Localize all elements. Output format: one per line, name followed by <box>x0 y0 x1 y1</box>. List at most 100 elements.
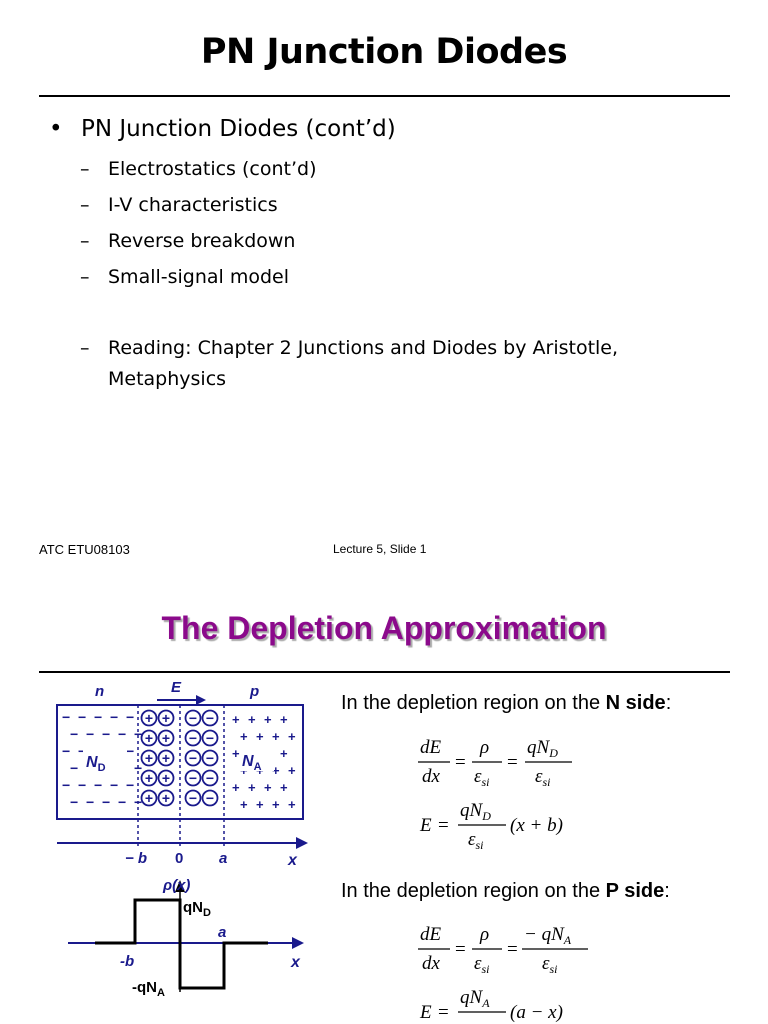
eq-x-plus-b: (x + b) <box>510 815 563 836</box>
donor-ion-plus: + <box>145 730 153 746</box>
free-electron-minus: − <box>110 709 118 725</box>
free-hole-plus: + <box>272 797 280 812</box>
eq-e: E <box>419 815 432 836</box>
donor-ion-plus-circle <box>157 789 175 807</box>
eq-equals: = <box>455 939 466 960</box>
label-nd: ND <box>86 754 106 774</box>
donor-ion-plus: + <box>162 710 170 726</box>
acceptor-ion-minus: − <box>206 790 214 806</box>
axis-label-a: a <box>219 850 227 867</box>
free-hole-plus: + <box>280 780 288 795</box>
eq-equals: = <box>507 939 518 960</box>
dash: – <box>80 230 90 252</box>
free-hole-plus: + <box>264 712 272 727</box>
eq-eps-si: εsi <box>468 829 484 852</box>
sub-item-text: I-V characteristics <box>108 194 278 216</box>
rho-label-minus-b: -b <box>120 953 134 970</box>
slide-2-title: The Depletion Approximation <box>161 610 607 646</box>
eq-qnd: qND <box>460 800 491 823</box>
free-electron-minus: − <box>126 743 134 759</box>
eq-rho: ρ <box>479 924 489 945</box>
p-side-heading: In the depletion region on the P side: <box>341 880 670 903</box>
free-electron-minus: − <box>78 777 86 793</box>
free-electron-minus: − <box>134 794 142 810</box>
donor-ion-plus: + <box>145 770 153 786</box>
free-electron-minus: − <box>70 760 78 776</box>
acceptor-ion-minus: − <box>189 710 197 726</box>
rho-axis-arrowhead-icon <box>175 880 185 892</box>
donor-ion-plus: + <box>145 790 153 806</box>
eq-rho: ρ <box>479 737 489 758</box>
slide-1: PN Junction Diodes •PN Junction Diodes (… <box>39 32 730 557</box>
sub-item: –Electrostatics (cont’d) <box>80 153 316 186</box>
free-electron-minus: − <box>94 709 102 725</box>
free-electron-minus: − <box>102 794 110 810</box>
eq-qna: qNA <box>460 987 490 1010</box>
sub-item: –Reverse breakdown <box>80 225 295 258</box>
acceptor-ion-minus-circle <box>201 769 219 787</box>
eq-de: dE <box>420 737 442 758</box>
eq-eps-si: εsi <box>535 766 551 789</box>
donor-ion-plus-circle <box>157 749 175 767</box>
free-electron-minus: − <box>62 709 70 725</box>
eq-qnd: qND <box>527 737 558 760</box>
donor-ion-plus: + <box>162 730 170 746</box>
free-electron-minus: − <box>78 743 86 759</box>
donor-ion-plus-circle <box>140 789 158 807</box>
free-hole-plus: + <box>272 729 280 744</box>
eq-equals: = <box>455 752 466 773</box>
acceptor-ion-minus: − <box>206 710 214 726</box>
reading-line-2: Metaphysics <box>108 368 227 390</box>
acceptor-ion-minus: − <box>189 730 197 746</box>
free-electron-minus: − <box>94 777 102 793</box>
donor-ion-plus-circle <box>157 769 175 787</box>
eq-e: E <box>419 1002 432 1023</box>
n-side-heading: In the depletion region on the N side: <box>341 692 671 715</box>
eq-a-minus-x: (a − x) <box>510 1002 563 1023</box>
rho-label-a: a <box>218 924 226 941</box>
acceptor-ion-minus-circle <box>201 729 219 747</box>
sub-item-text: Small-signal model <box>108 266 290 288</box>
eq-equals: = <box>438 815 449 836</box>
free-electron-minus: − <box>86 794 94 810</box>
free-hole-plus: + <box>280 712 288 727</box>
free-hole-plus: + <box>272 763 280 778</box>
n-side-pre: In the depletion region on the <box>341 692 606 714</box>
acceptor-ion-minus: − <box>189 770 197 786</box>
x-axis-arrowhead-icon <box>296 837 308 849</box>
label-e-field: E <box>171 680 182 696</box>
free-electron-minus: − <box>70 726 78 742</box>
reading-line-1: Reading: Chapter 2 Junctions and Diodes … <box>108 337 619 359</box>
n-side-bold: N side <box>605 692 666 714</box>
donor-ion-plus: + <box>162 790 170 806</box>
sub-item-text: Reverse breakdown <box>108 230 296 252</box>
free-hole-plus: + <box>248 712 256 727</box>
acceptor-ion-minus-circle <box>184 789 202 807</box>
free-electron-minus: − <box>62 743 70 759</box>
p-side-post: : <box>664 880 670 902</box>
donor-ion-plus: + <box>145 710 153 726</box>
footer-slide-number: Lecture 5, Slide 1 <box>333 542 427 556</box>
acceptor-ion-minus-circle <box>201 709 219 727</box>
pn-junction-diagram: n E p −−−−−++++−−−−−++++−−−−−++++−−−−−++… <box>56 680 308 999</box>
p-side-pre: In the depletion region on the <box>341 880 606 902</box>
label-p: p <box>249 683 259 700</box>
sub-item: –I-V characteristics <box>80 189 278 222</box>
label-na: NA <box>242 753 262 773</box>
free-hole-plus: + <box>232 746 240 761</box>
p-side-bold: P side <box>605 880 665 902</box>
donor-ion-plus: + <box>162 750 170 766</box>
free-hole-plus: + <box>240 797 248 812</box>
free-electron-minus: − <box>118 726 126 742</box>
donor-ion-plus-circle <box>140 729 158 747</box>
footer-course: ATC ETU08103 <box>39 542 130 557</box>
rho-label-x: x <box>290 954 301 971</box>
title-rule <box>39 671 730 673</box>
acceptor-ion-minus-circle <box>184 769 202 787</box>
eq-equals: = <box>507 752 518 773</box>
eq-dx: dx <box>422 953 441 974</box>
sub-item: –Small-signal model <box>80 261 289 294</box>
title-rule <box>39 95 730 97</box>
free-electron-minus: − <box>62 777 70 793</box>
label-n: n <box>95 683 104 700</box>
